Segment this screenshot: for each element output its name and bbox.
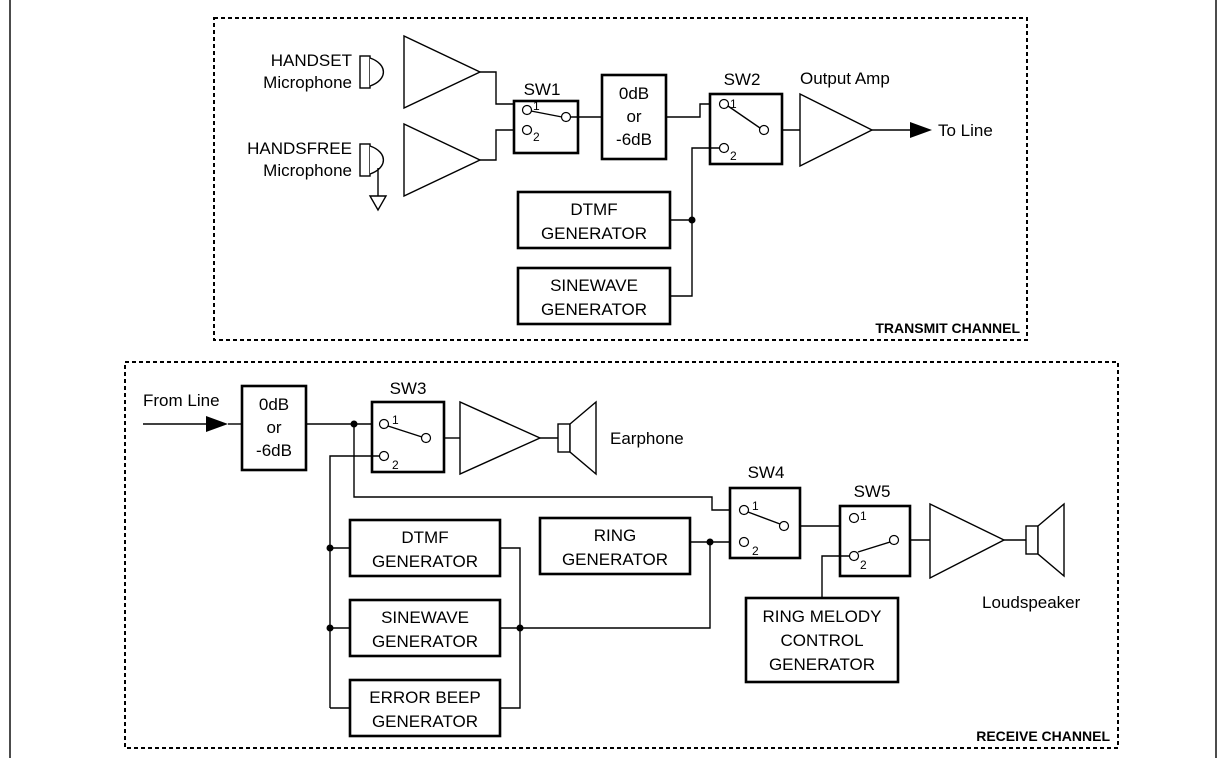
svg-text:CONTROL: CONTROL — [780, 631, 863, 650]
loudspeaker-icon — [1025, 502, 1065, 578]
svg-text:0dB: 0dB — [259, 395, 289, 414]
sw5-label: SW5 — [854, 482, 891, 501]
svg-text:1: 1 — [752, 499, 759, 513]
wire-melody-to-sw5 — [821, 555, 850, 598]
svg-text:1: 1 — [392, 413, 399, 427]
to-line-arrow-icon — [910, 122, 932, 138]
wire-atten-to-sw2 — [666, 103, 710, 118]
handset-preamp — [403, 34, 482, 110]
ring-generator — [538, 516, 692, 576]
svg-text:0dB: 0dB — [619, 84, 649, 103]
from-line-arrow-icon — [206, 416, 228, 432]
handsfree-label-2: Microphone — [263, 161, 352, 180]
handsfree-label-1: HANDSFREE — [247, 139, 352, 158]
svg-text:2: 2 — [533, 130, 540, 144]
svg-text:GENERATOR: GENERATOR — [541, 224, 647, 243]
svg-text:GENERATOR: GENERATOR — [769, 655, 875, 674]
handset-label-2: Microphone — [263, 73, 352, 92]
rx-attenuator-box — [240, 384, 308, 472]
svg-text:1: 1 — [533, 99, 540, 113]
svg-text:GENERATOR: GENERATOR — [372, 712, 478, 731]
svg-text:RING: RING — [594, 526, 637, 545]
loudspeaker-amp — [929, 502, 1006, 580]
sw1-label: SW1 — [524, 80, 561, 99]
svg-text:GENERATOR: GENERATOR — [372, 552, 478, 571]
to-line-label: To Line — [938, 121, 993, 140]
handsfree-microphone-icon — [359, 143, 385, 177]
sw4-box — [728, 486, 802, 560]
tx-attenuator-box — [600, 73, 668, 161]
svg-text:SINEWAVE: SINEWAVE — [550, 276, 638, 295]
svg-text:DTMF: DTMF — [401, 528, 448, 547]
svg-text:or: or — [626, 107, 641, 126]
earphone-amp — [459, 400, 542, 476]
output-amp-label: Output Amp — [800, 69, 890, 88]
receive-channel-border — [124, 361, 1119, 749]
transmit-channel-border — [213, 17, 1028, 341]
earphone-speaker-icon — [557, 400, 597, 476]
tx-junction-dot — [688, 216, 696, 224]
sw3-box — [370, 400, 446, 474]
wire-bus-to-sw3 — [329, 455, 380, 680]
svg-text:ERROR BEEP: ERROR BEEP — [369, 688, 480, 707]
wire-handsfree-to-sw1 — [480, 129, 514, 161]
svg-text:-6dB: -6dB — [256, 441, 292, 460]
svg-text:-6dB: -6dB — [616, 130, 652, 149]
svg-text:GENERATOR: GENERATOR — [372, 632, 478, 651]
receive-channel-label: RECEIVE CHANNEL — [976, 728, 1110, 744]
handset-microphone-icon — [359, 55, 385, 89]
wire-generators-to-sw4 — [520, 542, 711, 629]
svg-text:DTMF: DTMF — [570, 200, 617, 219]
transmit-channel-label: TRANSMIT CHANNEL — [875, 320, 1020, 336]
ring-melody-control-generator — [744, 596, 900, 684]
output-amp — [799, 92, 874, 168]
wire-handset-to-sw1 — [480, 71, 514, 105]
earphone-label: Earphone — [610, 429, 684, 448]
tx-dtmf-generator — [516, 190, 672, 250]
svg-text:1: 1 — [730, 97, 737, 111]
svg-text:RING MELODY: RING MELODY — [762, 607, 881, 626]
loudspeaker-label: Loudspeaker — [982, 593, 1081, 612]
wire-tx-sine-to-sw2 — [670, 147, 720, 297]
sw3-label: SW3 — [390, 379, 427, 398]
svg-text:or: or — [266, 418, 281, 437]
svg-text:1: 1 — [860, 509, 867, 523]
svg-text:GENERATOR: GENERATOR — [541, 300, 647, 319]
wire-rx-to-sw4 — [353, 424, 736, 511]
rx-dtmf-generator — [348, 518, 502, 578]
svg-text:GENERATOR: GENERATOR — [562, 550, 668, 569]
handsfree-preamp — [403, 122, 482, 198]
from-line-label: From Line — [143, 391, 220, 410]
error-beep-generator — [348, 678, 502, 738]
svg-text:2: 2 — [752, 544, 759, 558]
sw4-label: SW4 — [748, 463, 785, 482]
svg-text:2: 2 — [860, 558, 867, 572]
ground-icon — [368, 195, 388, 212]
rx-sinewave-generator — [348, 598, 502, 658]
sw2-label: SW2 — [724, 70, 761, 89]
svg-text:SINEWAVE: SINEWAVE — [381, 608, 469, 627]
svg-text:2: 2 — [730, 149, 737, 163]
svg-text:2: 2 — [392, 458, 399, 472]
handset-label-1: HANDSET — [271, 51, 352, 70]
